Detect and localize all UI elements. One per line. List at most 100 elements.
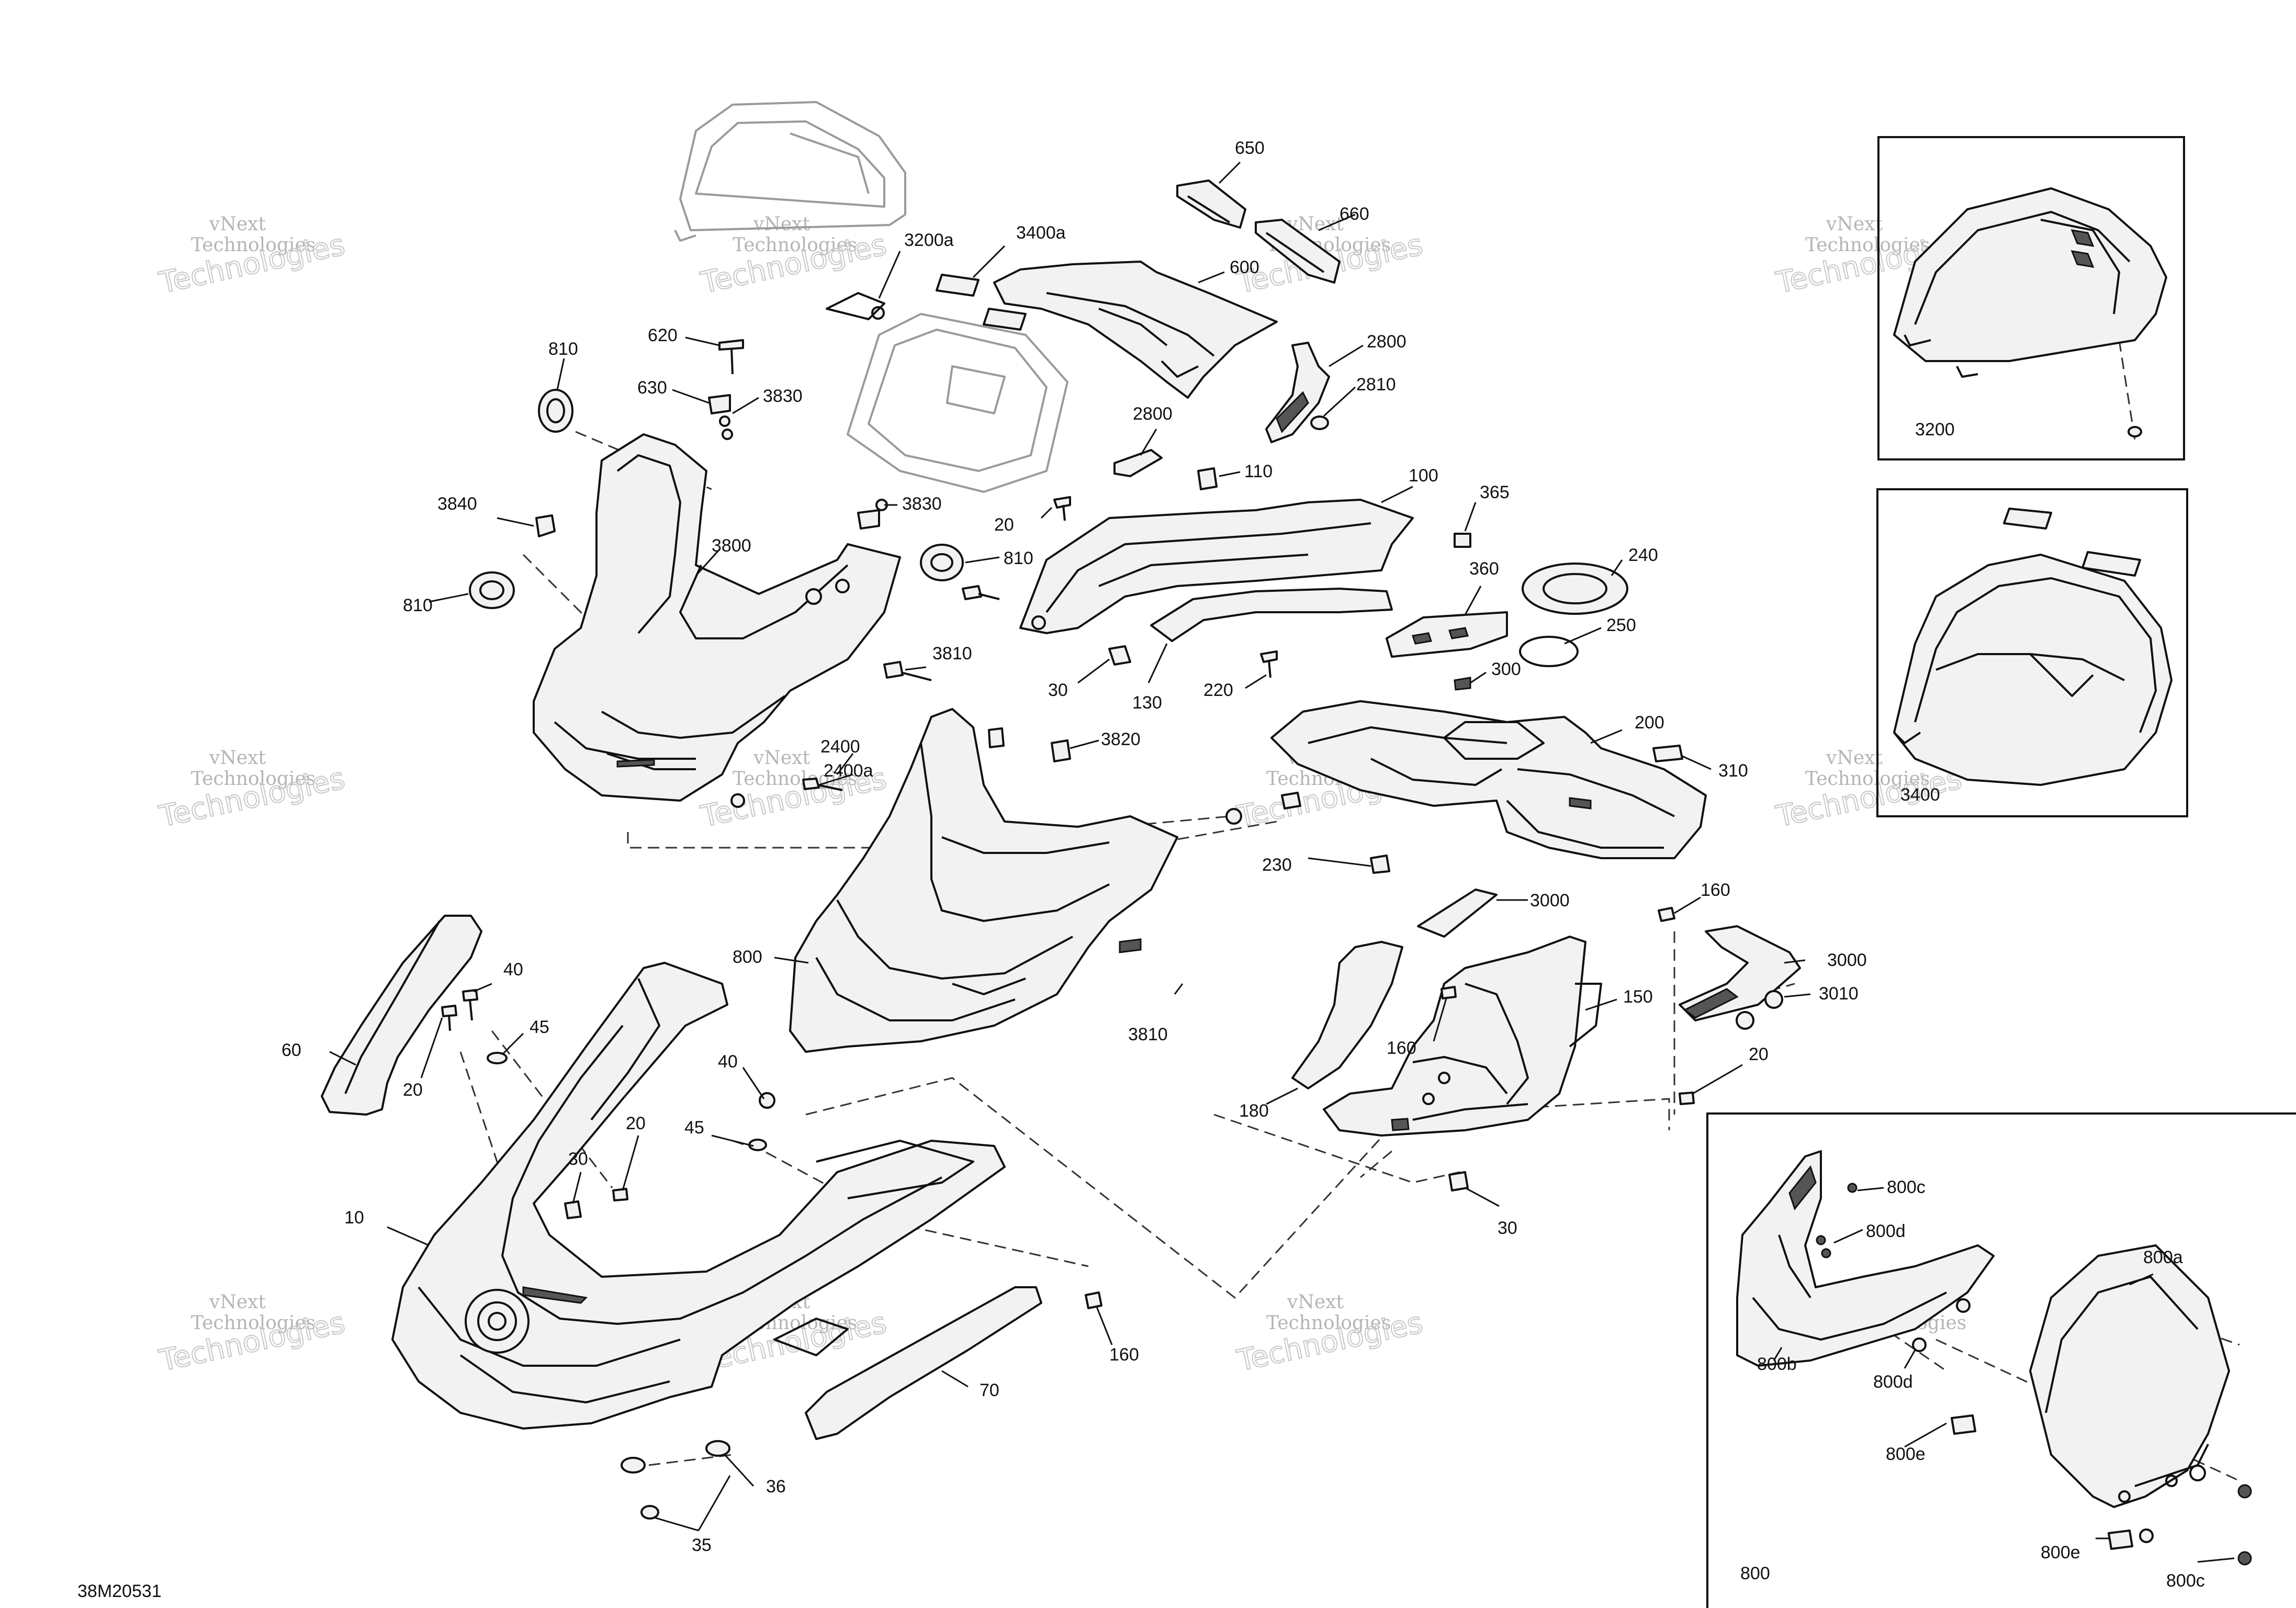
part-650-bracket [1176, 179, 1246, 229]
part-3200a-nut [826, 292, 885, 320]
label-160-b: 160 [1387, 1038, 1416, 1058]
label-160-c: 160 [1109, 1345, 1139, 1365]
inset-3400: 3400 [1876, 488, 2188, 817]
label-800d-a: 800d [1866, 1221, 1906, 1241]
label-810-b: 810 [1004, 548, 1033, 568]
label-620: 620 [648, 325, 678, 345]
label-70: 70 [980, 1380, 999, 1400]
part-110-clip [1197, 467, 1218, 490]
label-3000-b: 3000 [1827, 950, 1867, 970]
part-2810-nut [1310, 415, 1329, 430]
watermark-tech: Technologies [191, 768, 316, 790]
part-45-washer-a [487, 1052, 508, 1064]
label-230: 230 [1262, 855, 1292, 875]
label-3820: 3820 [1101, 729, 1141, 749]
ghost-instrument-housing [847, 313, 1068, 493]
part-3810-bolt [883, 661, 932, 681]
inset-3200-frame [1877, 136, 2185, 460]
label-600: 600 [1230, 257, 1259, 277]
label-20-a: 20 [994, 515, 1014, 535]
part-3010-nut [1736, 990, 1783, 1030]
part-200-tank-cover [1270, 700, 1707, 859]
inset-3200: 3200 [1877, 136, 2185, 460]
part-3840-pin [535, 514, 556, 537]
part-160-screw-b [1440, 986, 1457, 999]
label-3840: 3840 [437, 494, 477, 514]
part-600-upper-trim [993, 261, 1278, 399]
part-labels: 650 660 3200a 3400a 600 2800 2810 810 62… [282, 138, 1867, 1555]
inset-3400-frame [1876, 488, 2188, 817]
part-40-screw-a [462, 989, 478, 1021]
label-35: 35 [692, 1535, 712, 1555]
label-3800: 3800 [712, 536, 751, 556]
part-100-side-panel [1019, 499, 1414, 634]
watermark-tech: Technologies [1266, 1312, 1391, 1334]
label-220: 220 [1203, 680, 1233, 700]
label-30-a: 30 [1048, 680, 1068, 700]
part-160-screw-c [1085, 1291, 1102, 1309]
label-810-a: 810 [548, 339, 578, 359]
label-10: 10 [344, 1208, 364, 1228]
label-800c-a: 800c [1887, 1177, 1926, 1197]
part-20-screw-d [441, 1005, 457, 1031]
label-3830-a: 3830 [763, 386, 803, 406]
label-800a: 800a [2143, 1247, 2183, 1267]
watermark-tech: Technologies [733, 234, 857, 256]
label-100: 100 [1409, 466, 1438, 486]
label-20-c: 20 [1749, 1044, 1769, 1064]
part-2400a-screw [802, 778, 843, 791]
part-810-grommet-left [469, 571, 515, 609]
part-20-screw-a [1053, 496, 1071, 521]
label-3400: 3400 [1900, 785, 1940, 805]
label-2810: 2810 [1356, 375, 1396, 395]
label-800b: 800b [1757, 1354, 1797, 1374]
label-160-a: 160 [1701, 880, 1730, 900]
part-360-bracket [1386, 611, 1508, 658]
part-screw-center [1225, 808, 1242, 825]
part-810-grommet-top [538, 389, 573, 433]
watermark-vnext: vNext [1287, 1291, 1344, 1313]
label-360: 360 [1469, 559, 1499, 579]
watermark-vnext: vNext [1826, 213, 1883, 235]
label-2400: 2400 [820, 737, 860, 757]
part-660-bracket [1255, 219, 1341, 284]
label-250: 250 [1606, 615, 1636, 635]
part-20-screw-b [962, 585, 1000, 600]
inset-800: 800c 800d 800a 800b 800d 800e 800e 800c … [1706, 1112, 2296, 1608]
part-620-screw [718, 339, 744, 375]
label-20-b: 20 [403, 1080, 423, 1100]
label-3200: 3200 [1915, 420, 1955, 440]
watermark-vnext: vNext [1826, 747, 1883, 769]
label-45-b: 45 [684, 1118, 704, 1138]
diagram-code: 38M20531 [77, 1581, 162, 1601]
label-2800-a: 2800 [1367, 332, 1406, 352]
part-250-oring [1519, 636, 1579, 667]
part-20-screw-c [1679, 1092, 1695, 1105]
label-110: 110 [1244, 462, 1273, 481]
part-3000-decal-right [1679, 925, 1801, 1021]
part-810-grommet-right [920, 544, 964, 581]
part-630-clip [708, 394, 733, 440]
part-230-clip-a [1281, 792, 1301, 809]
watermark-tech: Technologies [1805, 234, 1930, 256]
part-150-side-fairing [1323, 936, 1602, 1137]
label-150: 150 [1623, 987, 1653, 1007]
watermark-vnext: vNext [753, 747, 810, 769]
part-230-clip-b [1370, 854, 1390, 874]
part-10-nose-fairing [391, 962, 1006, 1430]
label-2400a: 2400a [824, 761, 873, 781]
label-36: 36 [766, 1477, 786, 1497]
label-30-b: 30 [568, 1149, 588, 1169]
label-40-b: 40 [718, 1052, 738, 1072]
leader-lines [329, 161, 1811, 1532]
part-3400a-pads [936, 274, 1027, 331]
label-3810-a: 3810 [932, 644, 972, 664]
part-20-screw-e [612, 1188, 628, 1201]
label-800-inset: 800 [1740, 1564, 1770, 1583]
label-40-a: 40 [503, 960, 523, 980]
part-180-side-panel [1291, 941, 1403, 1089]
inset-800-frame [1706, 1112, 2296, 1608]
label-800d-b: 800d [1873, 1372, 1913, 1392]
part-30-clip-a [1108, 645, 1131, 666]
